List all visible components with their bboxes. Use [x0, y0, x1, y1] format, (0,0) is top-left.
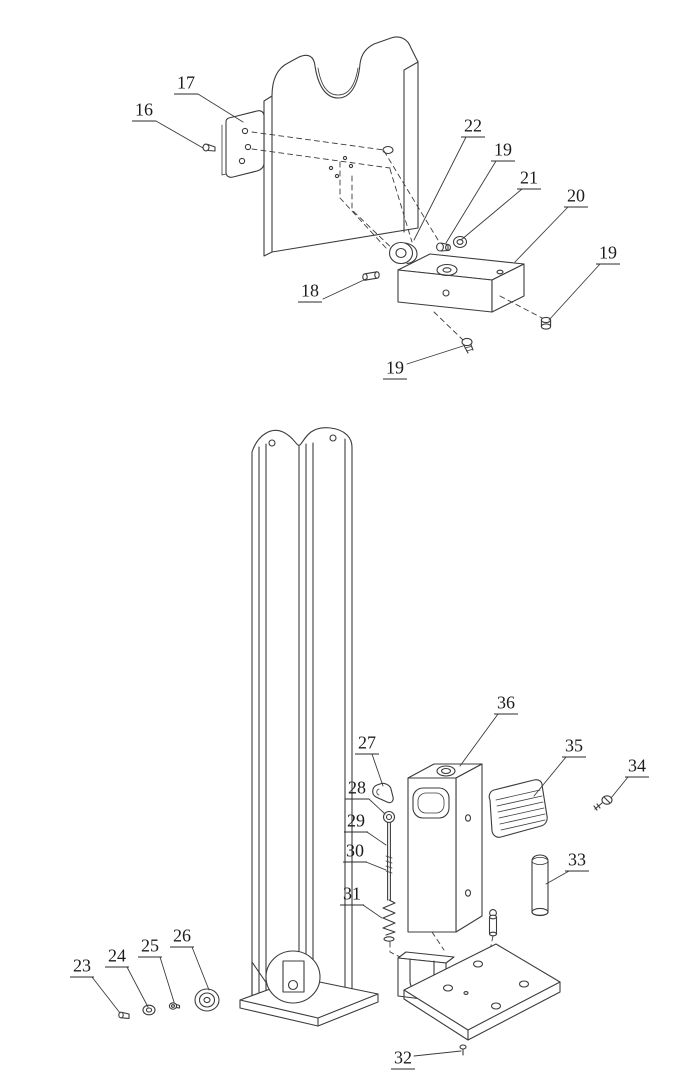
hook-27 — [372, 782, 394, 804]
nut-25 — [168, 1002, 181, 1010]
screw-19-lower — [461, 337, 474, 354]
part-label-21: 21 — [517, 168, 541, 190]
part-label-31: 31 — [340, 884, 364, 906]
upper-assembly — [202, 36, 552, 354]
rod-29-30 — [385, 821, 393, 901]
part-label-32: 32 — [391, 1048, 415, 1070]
part-label-27: 27 — [355, 733, 379, 755]
base-roller — [265, 950, 321, 1004]
part-label-16: 16 — [132, 100, 156, 122]
column-post — [251, 427, 353, 1001]
screw-23 — [118, 1011, 130, 1020]
carriage-36 — [407, 763, 483, 933]
part-label-25: 25 — [138, 936, 162, 958]
part-label-19-c: 19 — [383, 358, 407, 380]
part-label-24: 24 — [105, 946, 129, 968]
projection-lines-upper — [251, 131, 439, 255]
nut-19-upper — [436, 242, 451, 252]
base-plate-32 — [403, 943, 561, 1041]
part-label-29: 29 — [344, 811, 368, 833]
screw-16 — [202, 143, 216, 152]
part-label-20: 20 — [564, 186, 588, 208]
spring-31 — [382, 899, 396, 942]
pin-33 — [531, 854, 549, 917]
part-label-19-a: 19 — [491, 140, 515, 162]
pedal-pin — [488, 909, 498, 937]
part-label-28: 28 — [345, 778, 369, 800]
part-label-22: 22 — [461, 116, 485, 138]
washer-21 — [452, 235, 468, 249]
pulley-26 — [194, 988, 220, 1012]
mount-plate-17 — [221, 110, 265, 178]
part-label-30: 30 — [343, 841, 367, 863]
screw-34 — [593, 795, 613, 811]
part-label-35: 35 — [562, 736, 586, 758]
part-label-18: 18 — [298, 281, 322, 303]
part-label-34: 34 — [625, 756, 649, 778]
part-label-26: 26 — [170, 926, 194, 948]
pad-35 — [488, 779, 548, 838]
lower-assembly — [118, 427, 613, 1056]
projection-lines-mid — [433, 295, 543, 341]
upper-channel-bracket — [263, 36, 419, 257]
roller-22 — [388, 241, 418, 265]
nut-19-right — [540, 316, 552, 330]
leader-lines — [91, 93, 629, 1057]
washer-24 — [142, 1004, 156, 1016]
slide-block-20 — [397, 253, 525, 313]
part-label-36: 36 — [494, 693, 518, 715]
part-label-23: 23 — [70, 956, 94, 978]
part-label-19-b: 19 — [596, 243, 620, 265]
part-label-17: 17 — [174, 73, 198, 95]
bolt-below-plate — [459, 1044, 467, 1056]
pin-18 — [362, 271, 380, 281]
eyebolt-28 — [382, 810, 396, 824]
part-label-33: 33 — [565, 850, 589, 872]
